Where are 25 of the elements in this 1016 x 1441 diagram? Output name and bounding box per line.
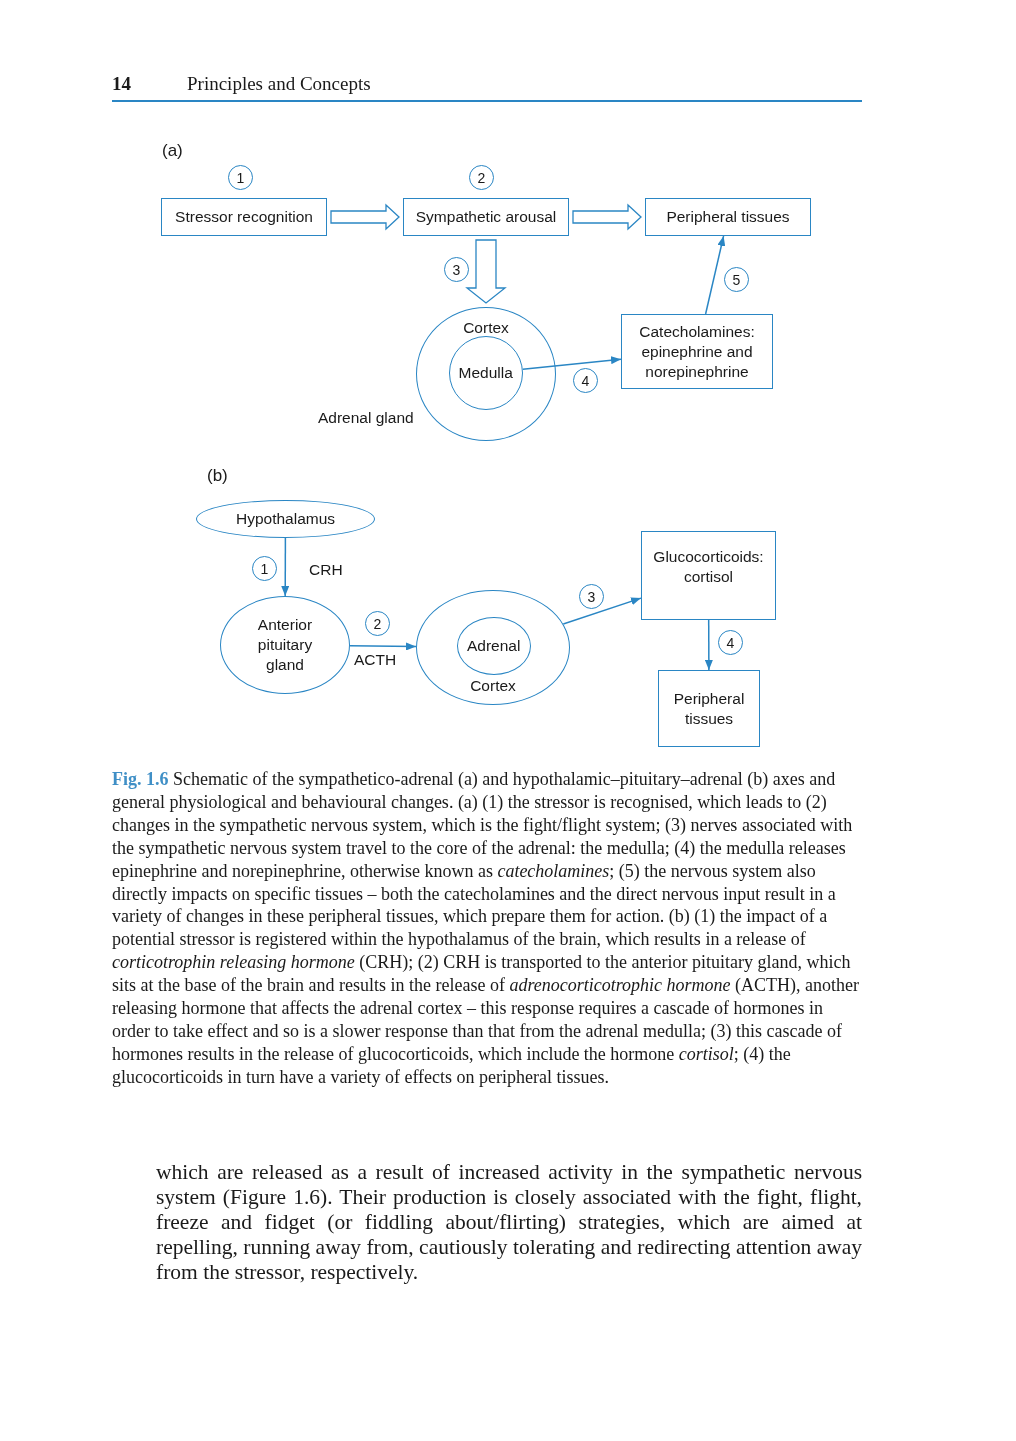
arrow	[704, 619, 713, 671]
process-box: Catecholamines: epinephrine and norepinephrine	[621, 314, 773, 389]
process-box: Sympathetic arousal	[403, 198, 569, 236]
page-number: 14	[112, 73, 131, 95]
process-box: Peripheral tissues	[658, 670, 760, 747]
panel-label: (a)	[162, 141, 183, 161]
running-header: Principles and Concepts	[187, 73, 371, 95]
organ-label: Adrenal gland	[318, 408, 414, 428]
block-arrow	[465, 239, 507, 304]
arrow	[349, 642, 417, 651]
organ-label: Cortex	[470, 676, 516, 696]
arrow	[704, 235, 726, 315]
organ-ellipse	[416, 590, 570, 705]
block-arrow	[330, 203, 400, 231]
figure-caption: Fig. 1.6 Schematic of the sympathetico-adrenal (a) and hypothalamic–pituitary–adrenal (b) axes and general physiological and behavioural changes. (a) (1) the stressor is recognised, which leads to (2) changes in the sympathetic nervous system, which is the fight/flight system; (3) nerves associated with the sympathetic nervous system travel to the core of the adrenal: the medulla; (4) the medulla releases epinephrine and norepinephrine, otherwise known as catecholamines; (5) the nervous system also directly impacts on specific tissues – both the catecholamines and the direct nervous input result in a variety of changes in these peripheral tissues, which prepare them for action. (b) (1) the impact of a potential stressor is registered within the hypothalamus of the brain, which results in a release of corticotrophin releasing hormone (CRH); (2) CRH is transported to the anterior pituitary gland, which sits at the base of the brain and results in the release of adrenocorticotrophic hormone (ACTH), another releasing hormone that affects the adrenal cortex – this response requires a cascade of hormones in order to take effect and so is a slower response than that from the adrenal medulla; (3) this cascade of hormones results in the release of glucocorticoids, which include the hormone cortisol; (4) the glucocorticoids in turn have a variety of effects on peripheral tissues.	[112, 768, 860, 1089]
process-box: Stressor recognition	[161, 198, 327, 236]
arrow	[562, 597, 642, 625]
panel-label: (b)	[207, 466, 228, 486]
arrow	[522, 356, 622, 370]
block-arrow	[572, 203, 642, 231]
arrow	[281, 537, 290, 597]
body-text: which are released as a result of increased activity in the sympathetic nervous system (Figure 1.6). Their production is closely associated with the fight, flight, freeze and fidget (or fiddling about/flirting) strategies, which are aimed at repelling, running away from, cautiously tolerating and redirecting attention away from the stressor, respectively.	[156, 1160, 862, 1285]
process-box: Glucocorticoids: cortisol	[641, 531, 776, 620]
organ-label: Cortex	[463, 318, 509, 338]
process-box: Peripheral tissues	[645, 198, 811, 236]
